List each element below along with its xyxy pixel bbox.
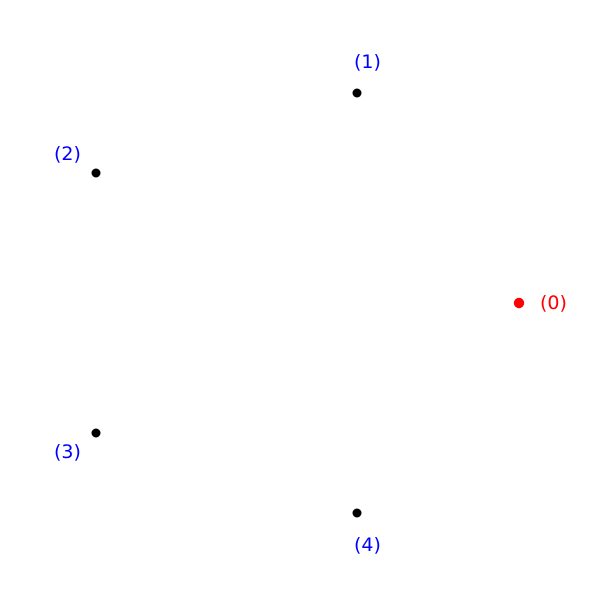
point-2-dot [91,168,101,178]
point-2-label: (2) [54,143,81,165]
point-1-label: (1) [354,51,381,73]
point-1-dot [352,88,362,98]
point-0-label: (0) [540,292,567,314]
point-0-dot [513,297,525,309]
point-3-dot [91,428,101,438]
point-4-label: (4) [354,534,381,556]
point-3-label: (3) [54,441,81,463]
point-4-dot [352,508,362,518]
